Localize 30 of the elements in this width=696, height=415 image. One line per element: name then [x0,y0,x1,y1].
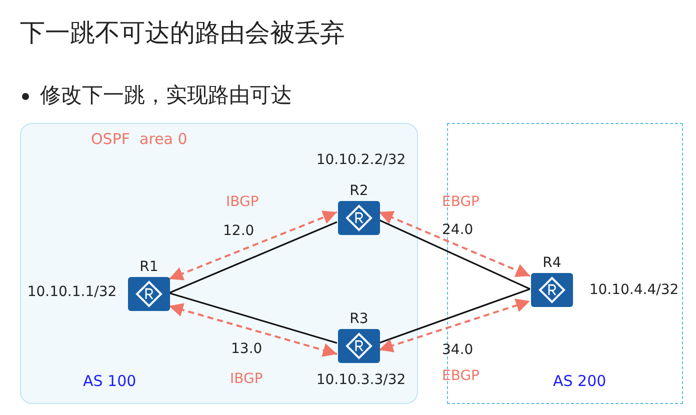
edge-label: 24.0 [442,221,474,240]
link-line [168,292,338,344]
ip-address: 10.10.1.1/32 [26,283,118,302]
dashed-arrow [378,211,530,277]
dashed-arrow [168,210,338,280]
region-label: AS 200 [553,371,606,392]
bullet-text: 修改下一跳，实现路由可达 [40,82,292,109]
edge-label: 12.0 [223,222,254,241]
link-line [168,221,338,294]
ip-address: 10.10.3.3/32 [315,371,407,390]
edge-label: IBGP [230,370,263,389]
link-line [378,219,530,290]
router-name: R3 [350,310,368,329]
region-box [20,123,418,404]
region-label: AS 100 [83,371,136,392]
router-name: R4 [542,254,562,273]
edge-label: 13.0 [231,340,262,359]
router-name: R2 [350,182,368,201]
dashed-arrow [168,303,338,357]
link-line [378,288,530,344]
ip-address: 10.10.4.4/32 [588,281,680,300]
title: 下一跳不可达的路由会被丢弃 [20,17,345,49]
edge-label: 34.0 [442,341,474,360]
dashed-arrow [378,298,530,352]
ip-address: 10.10.2.2/32 [315,151,407,170]
edge-label: EBGP [442,193,480,212]
region-label: OSPF area 0 [91,129,188,150]
router-name: R1 [140,258,158,277]
edge-label: EBGP [442,367,480,386]
edge-label: IBGP [226,193,259,212]
